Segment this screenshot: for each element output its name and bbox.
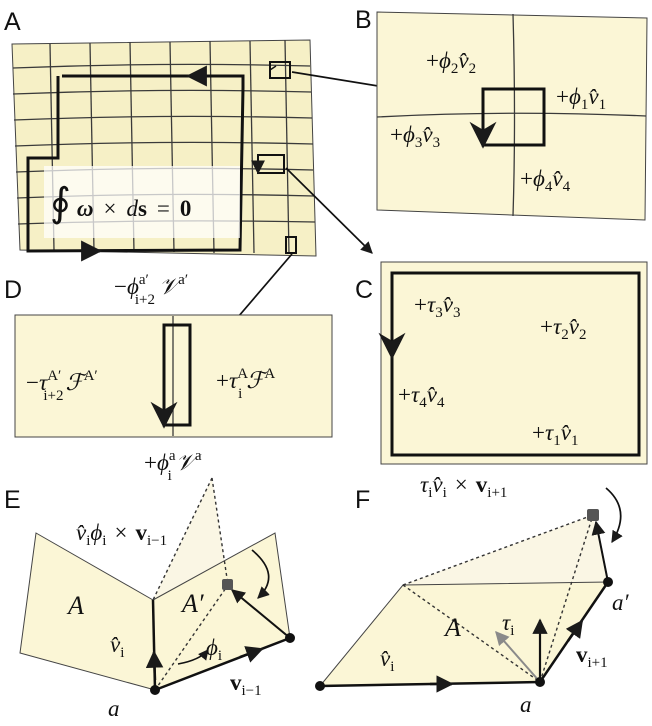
face-a-e xyxy=(19,532,156,691)
f-aprime-label: a′ xyxy=(612,590,630,615)
f-tip-marker xyxy=(587,509,599,521)
f-dashed-lines xyxy=(402,514,594,683)
f-vertex-a-label: a xyxy=(520,692,532,717)
panel-b-edges xyxy=(376,13,647,217)
panel-c-sheet xyxy=(380,261,648,465)
f-top-label: τiv̂i×vi+1 xyxy=(420,472,507,501)
e-face-a-label: A xyxy=(66,591,84,620)
f-face-a-label: A xyxy=(443,613,461,642)
panel-c: C +τ3v̂3 +τ2v̂2 +τ4v̂4 +τ1v̂1 xyxy=(355,261,648,465)
small-loop-d xyxy=(285,236,297,254)
b-label-phi2: +ϕ2v̂2 xyxy=(426,48,476,77)
vertex-end-e xyxy=(285,633,295,643)
c-label-tau2: +τ2v̂2 xyxy=(540,314,586,343)
vertex-a-f xyxy=(535,677,545,687)
panel-b: B +ϕ2v̂2 +ϕ1v̂1 +ϕ3v̂3 +ϕ4v̂4 xyxy=(355,6,648,221)
c-label-tau3: +τ3v̂3 xyxy=(414,292,460,321)
b-label-phi4: +ϕ4v̂4 xyxy=(520,166,571,195)
vertex-a-e xyxy=(150,685,160,695)
e-vertex-a-label: a xyxy=(108,696,120,721)
f-v-label: vi+1 xyxy=(576,642,608,671)
e-vhat-label: v̂i xyxy=(110,632,124,661)
panel-letter-c: C xyxy=(355,276,373,304)
e-face-aprime-label: A′ xyxy=(180,589,204,618)
e-tip-marker xyxy=(222,579,233,590)
panel-letter-f: F xyxy=(355,486,370,514)
b-label-phi1: +ϕ1v̂1 xyxy=(556,84,606,113)
panel-letter-e: E xyxy=(4,486,21,514)
e-top-label: v̂iϕi×vi−1 xyxy=(76,520,167,549)
integral-label-backdrop xyxy=(44,166,240,238)
e-phi-label: ϕi xyxy=(206,635,222,664)
pyramid-shade-f xyxy=(403,515,608,585)
panel-c-loop xyxy=(390,271,641,457)
panel-b-loop xyxy=(481,87,546,147)
panel-f: F τiv̂i×vi+1 A τi v̂i vi+1 a′ a xyxy=(315,472,630,717)
f-gray-arrow xyxy=(495,630,541,683)
panel-letter-d: D xyxy=(4,276,22,304)
b-label-phi3: +ϕ3v̂3 xyxy=(390,122,440,151)
c-label-tau4: +τ4v̂4 xyxy=(398,382,445,411)
f-curl-arrow xyxy=(605,487,623,544)
f-tau-label: τi xyxy=(502,610,514,639)
c-label-tau1: +τ1v̂1 xyxy=(532,420,578,449)
e-curl-arrow xyxy=(251,549,270,599)
vertex-start-f xyxy=(315,681,325,691)
e-v-label: vi−1 xyxy=(230,670,262,699)
d-label-left: −τA′i+2ℱA′ xyxy=(26,368,98,404)
panel-a: A ∮ω×ds=0 xyxy=(4,8,317,262)
face-a-f xyxy=(318,581,609,687)
integral-equation: ∮ω×ds=0 xyxy=(50,180,191,225)
f-vhat-label: v̂i xyxy=(380,646,394,675)
e-edge-v xyxy=(154,636,291,692)
panel-e: E v̂iϕi×vi−1 A A′ v̂i ϕi vi−1 a xyxy=(4,477,295,721)
integration-contour xyxy=(26,74,245,253)
vertex-aprime-f xyxy=(603,577,613,587)
f-cross-arrow xyxy=(591,520,609,583)
panel-b-sheet xyxy=(376,11,648,221)
panel-letter-a: A xyxy=(4,8,21,36)
panel-letter-b: B xyxy=(355,6,372,34)
e-angle-arc xyxy=(177,649,209,665)
e-cross-arrow xyxy=(230,589,291,639)
e-dashed-lines xyxy=(152,477,229,691)
